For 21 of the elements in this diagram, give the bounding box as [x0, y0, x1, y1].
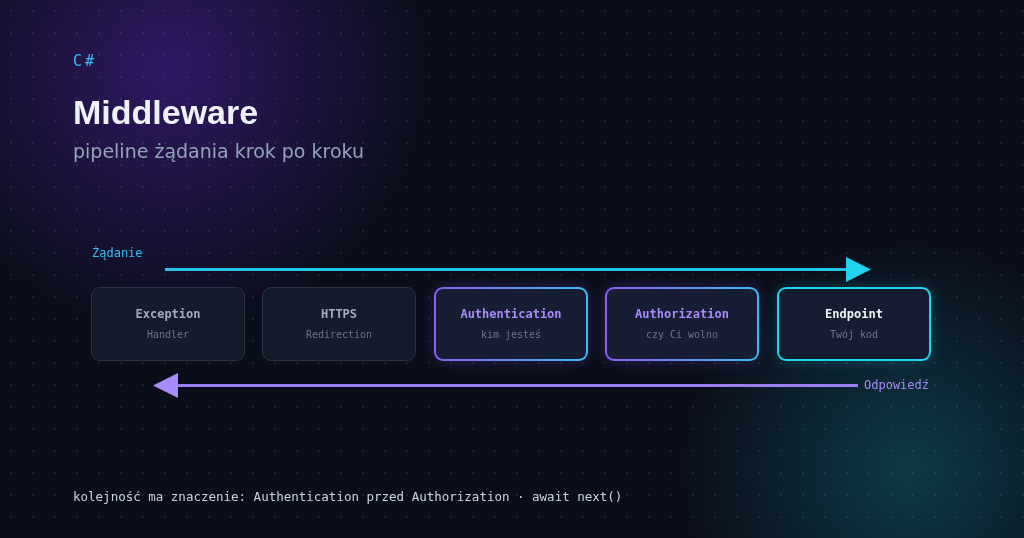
box-subtitle: czy Ci wolno [645, 328, 719, 341]
box-title: HTTPS [320, 307, 358, 322]
box-subtitle: Twój kod [829, 328, 879, 341]
box-subtitle: Handler [146, 328, 190, 341]
box-title: Authentication [460, 307, 562, 322]
footer-note: kolejność ma znaczenie: Authentication przed Authorization · await next() [73, 488, 623, 506]
box-title: Endpoint [825, 307, 883, 322]
box-title: Exception [135, 307, 201, 322]
subtitle: pipeline żądania krok po kroku [73, 139, 364, 163]
middleware-box [434, 287, 588, 361]
topic-tag: C# [73, 51, 98, 71]
middleware-box [777, 287, 931, 361]
box-subtitle: Redirection [305, 328, 373, 341]
middleware-box [605, 287, 759, 361]
box-subtitle: kim jesteś [480, 328, 542, 341]
direction-label: Odpowiedź [864, 377, 930, 393]
middleware-box [262, 287, 416, 361]
direction-label: Żądanie [92, 245, 143, 261]
box-title: Authorization [635, 307, 729, 322]
page-title: Middleware [73, 92, 259, 132]
middleware-box [91, 287, 245, 361]
